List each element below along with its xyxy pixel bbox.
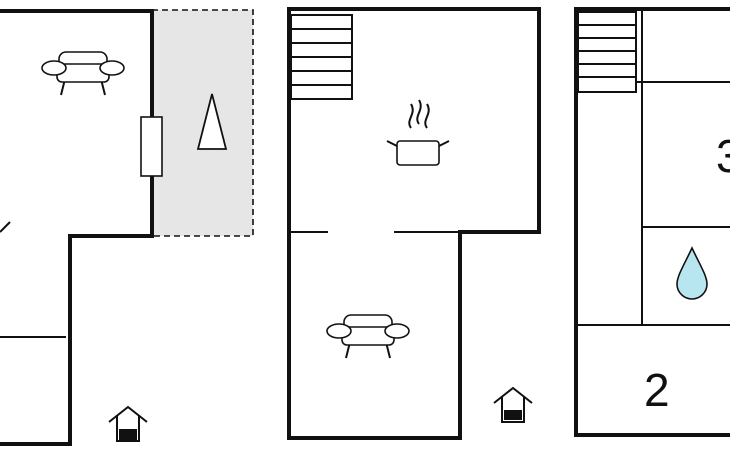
terrace-area <box>151 9 254 237</box>
sofa-icon <box>326 314 410 359</box>
terrace-door <box>140 116 163 177</box>
left-floor-plan <box>0 9 254 446</box>
sofa-icon <box>41 51 125 96</box>
middle-plan-walls <box>287 7 541 440</box>
room-3-label: 3 <box>716 130 730 182</box>
tree-icon <box>196 93 228 150</box>
stairs-icon <box>290 14 353 100</box>
entrance-icon <box>493 386 533 423</box>
water-drop-icon <box>676 246 708 300</box>
left-plan-door-swing <box>0 221 11 233</box>
room-2-label: 2 <box>644 364 670 416</box>
middle-floor-plan <box>287 7 541 440</box>
left-plan-walls <box>0 9 154 446</box>
stairs-icon <box>577 11 637 93</box>
entrance-icon <box>108 405 148 442</box>
cooking-pot-icon <box>386 99 450 166</box>
right-plan-walls <box>574 7 730 437</box>
right-floor-plan: 3 2 <box>574 7 730 437</box>
